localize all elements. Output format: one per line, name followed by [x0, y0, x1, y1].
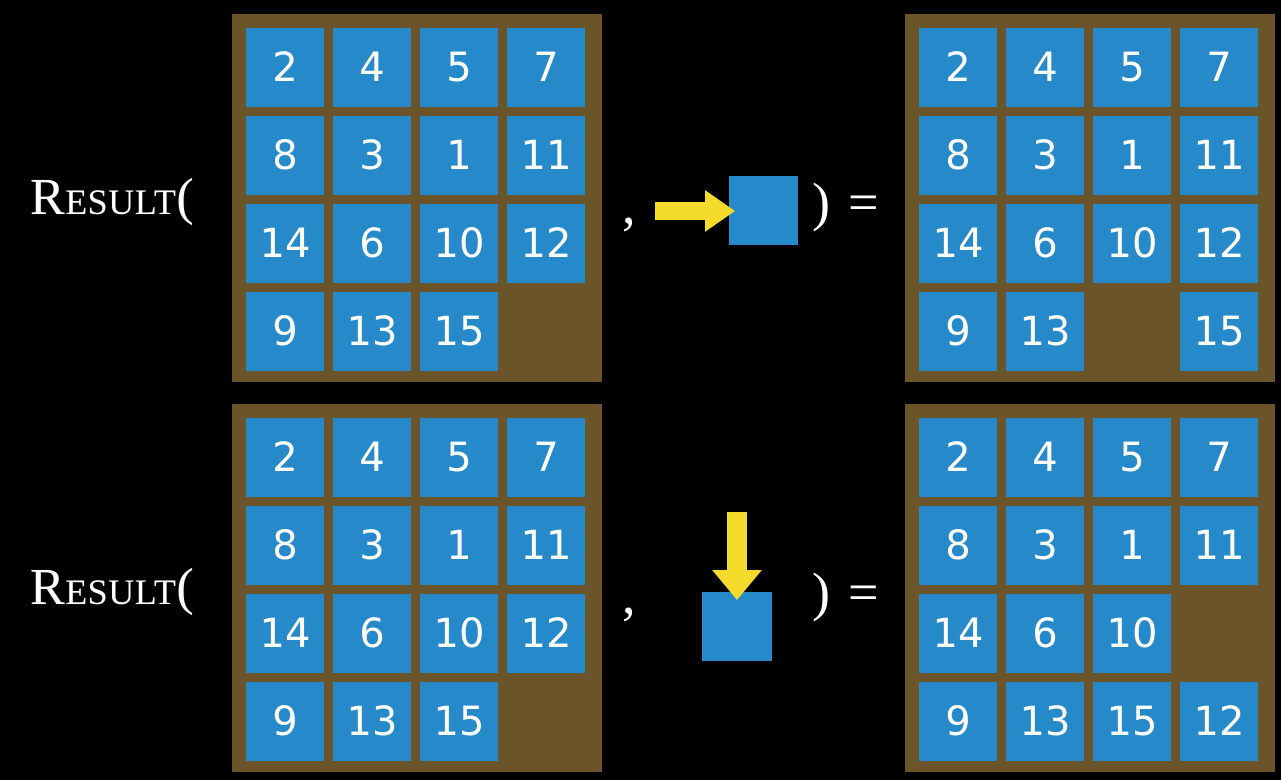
tile[interactable]: 7 [507, 28, 585, 107]
tile[interactable]: 1 [1093, 116, 1171, 195]
blank-tile[interactable] [1180, 594, 1258, 673]
output-board-top: 2 4 5 7 8 3 1 11 14 6 10 12 9 13 15 [905, 14, 1275, 382]
tile[interactable]: 9 [919, 292, 997, 371]
tile[interactable]: 5 [420, 418, 498, 497]
tile[interactable]: 3 [1006, 116, 1084, 195]
tile[interactable]: 9 [246, 682, 324, 761]
input-board-bottom: 2 4 5 7 8 3 1 11 14 6 10 12 9 13 15 [232, 404, 602, 772]
tile[interactable]: 3 [333, 506, 411, 585]
close-paren-bottom: ) [812, 562, 830, 622]
tile[interactable]: 7 [1180, 418, 1258, 497]
tile[interactable]: 1 [1093, 506, 1171, 585]
tile[interactable]: 5 [1093, 418, 1171, 497]
tile[interactable]: 13 [1006, 682, 1084, 761]
tile[interactable]: 1 [420, 116, 498, 195]
tile[interactable]: 9 [919, 682, 997, 761]
tile[interactable]: 8 [246, 116, 324, 195]
blank-tile[interactable] [1093, 292, 1171, 371]
tile[interactable]: 1 [420, 506, 498, 585]
tile[interactable]: 5 [1093, 28, 1171, 107]
result-label-bottom: Result( [30, 562, 194, 614]
result-label-top-rest: esult [65, 169, 177, 226]
tile[interactable]: 10 [1093, 204, 1171, 283]
arrow-down-icon [712, 512, 762, 600]
tile[interactable]: 15 [1180, 292, 1258, 371]
move-target-square-bottom [702, 592, 772, 661]
tile[interactable]: 7 [507, 418, 585, 497]
tile[interactable]: 13 [333, 292, 411, 371]
tile[interactable]: 4 [1006, 418, 1084, 497]
tile[interactable]: 6 [1006, 204, 1084, 283]
output-board-bottom: 2 4 5 7 8 3 1 11 14 6 10 9 13 15 12 [905, 404, 1275, 772]
result-label-top-initial: R [30, 169, 66, 226]
tile[interactable]: 3 [333, 116, 411, 195]
tile[interactable]: 2 [919, 418, 997, 497]
tile[interactable]: 13 [1006, 292, 1084, 371]
tile[interactable]: 14 [919, 594, 997, 673]
argument-separator-bottom: , [622, 565, 636, 625]
tile[interactable]: 8 [246, 506, 324, 585]
arrow-right-icon [655, 190, 735, 232]
tile[interactable]: 11 [1180, 506, 1258, 585]
tile[interactable]: 5 [420, 28, 498, 107]
argument-separator-top: , [622, 175, 636, 235]
tile[interactable]: 10 [420, 594, 498, 673]
equals-sign-bottom: = [848, 562, 879, 622]
tile[interactable]: 2 [919, 28, 997, 107]
tile[interactable]: 6 [333, 204, 411, 283]
tile[interactable]: 2 [246, 418, 324, 497]
tile[interactable]: 13 [333, 682, 411, 761]
tile[interactable]: 12 [1180, 682, 1258, 761]
result-label-top-open-paren: ( [176, 169, 195, 226]
tile[interactable]: 12 [1180, 204, 1258, 283]
tile[interactable]: 4 [1006, 28, 1084, 107]
result-label-top: Result( [30, 172, 194, 224]
tile[interactable]: 6 [1006, 594, 1084, 673]
tile[interactable]: 14 [919, 204, 997, 283]
blank-tile[interactable] [507, 682, 585, 761]
move-target-square-top [729, 176, 798, 245]
tile[interactable]: 4 [333, 418, 411, 497]
tile[interactable]: 3 [1006, 506, 1084, 585]
tile[interactable]: 12 [507, 594, 585, 673]
tile[interactable]: 9 [246, 292, 324, 371]
equals-sign-top: = [848, 172, 879, 232]
input-board-top: 2 4 5 7 8 3 1 11 14 6 10 12 9 13 15 [232, 14, 602, 382]
tile[interactable]: 14 [246, 594, 324, 673]
tile[interactable]: 14 [246, 204, 324, 283]
tile[interactable]: 10 [420, 204, 498, 283]
tile[interactable]: 8 [919, 116, 997, 195]
result-label-bottom-rest: esult [65, 559, 177, 616]
tile[interactable]: 15 [1093, 682, 1171, 761]
tile[interactable]: 2 [246, 28, 324, 107]
tile[interactable]: 11 [507, 116, 585, 195]
result-label-bottom-open-paren: ( [176, 559, 195, 616]
result-label-bottom-initial: R [30, 559, 66, 616]
tile[interactable]: 15 [420, 682, 498, 761]
tile[interactable]: 11 [507, 506, 585, 585]
blank-tile[interactable] [507, 292, 585, 371]
tile[interactable]: 6 [333, 594, 411, 673]
tile[interactable]: 8 [919, 506, 997, 585]
tile[interactable]: 11 [1180, 116, 1258, 195]
tile[interactable]: 15 [420, 292, 498, 371]
tile[interactable]: 4 [333, 28, 411, 107]
tile[interactable]: 7 [1180, 28, 1258, 107]
tile[interactable]: 10 [1093, 594, 1171, 673]
close-paren-top: ) [812, 172, 830, 232]
tile[interactable]: 12 [507, 204, 585, 283]
